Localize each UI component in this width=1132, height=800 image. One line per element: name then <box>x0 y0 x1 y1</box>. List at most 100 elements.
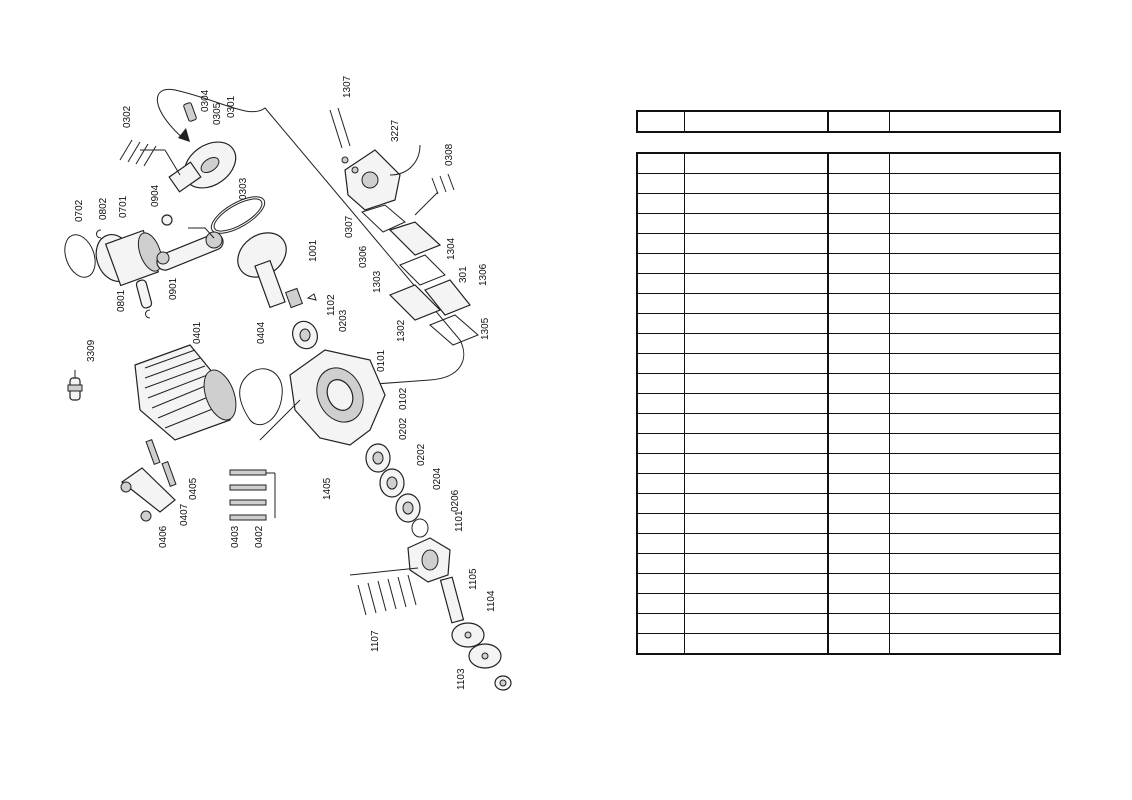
table-cell <box>889 493 1061 514</box>
table-cell <box>827 593 890 614</box>
header-cell <box>827 110 890 133</box>
cylinder-part-0401 <box>134 344 237 441</box>
reedcage-part-1303 <box>424 279 471 316</box>
table-cell <box>889 533 1061 554</box>
table-cell <box>636 613 685 634</box>
table-cell <box>636 213 685 234</box>
table-cell <box>636 473 685 494</box>
backplate-part-0301 <box>168 141 237 193</box>
table-row <box>636 533 1061 554</box>
bearing-part-0204 <box>395 493 421 523</box>
table-cell <box>827 253 890 274</box>
label-0701: 0701 <box>118 195 129 218</box>
crankcase-part-0101 <box>259 349 386 446</box>
table-cell <box>636 233 685 254</box>
table-cell <box>684 373 829 394</box>
label-1306: 1306 <box>478 263 489 286</box>
studs-part-0405 <box>145 439 177 487</box>
label-0702: 0702 <box>74 199 85 222</box>
table-cell <box>827 553 890 574</box>
table-cell <box>684 533 829 554</box>
table-cell <box>684 393 829 414</box>
table-cell <box>636 513 685 534</box>
table-row <box>636 233 1061 254</box>
table-cell <box>684 573 829 594</box>
table-row <box>636 353 1061 374</box>
table-cell <box>636 273 685 294</box>
table-cell <box>636 353 685 374</box>
label-1305: 1305 <box>480 317 491 340</box>
table-cell <box>827 473 890 494</box>
table-cell <box>889 413 1061 434</box>
table-cell <box>889 593 1061 614</box>
propwasher-part-1104 <box>451 622 485 648</box>
table-cell <box>827 353 890 374</box>
table-cell <box>889 233 1061 254</box>
table-cell <box>827 193 890 214</box>
label-0405: 0405 <box>188 477 199 500</box>
table-cell <box>684 513 829 534</box>
table-row <box>636 213 1061 234</box>
label-0102: 0102 <box>398 387 409 410</box>
gasket-part-1304 <box>399 254 446 286</box>
table-cell <box>684 233 829 254</box>
label-0202: 0202 <box>398 417 409 440</box>
table-cell <box>889 273 1061 294</box>
table-cell <box>636 633 685 655</box>
label-3227: 3227 <box>390 119 401 142</box>
table-cell <box>636 173 685 194</box>
table-cell <box>684 353 829 374</box>
table-cell <box>684 253 829 274</box>
table-cell <box>636 593 685 614</box>
label-0302: 0302 <box>122 105 133 128</box>
label-1405: 1405 <box>322 477 333 500</box>
table-cell <box>636 152 685 174</box>
table-cell <box>827 152 890 174</box>
label-1103: 1103 <box>456 668 467 690</box>
table-row <box>636 633 1061 655</box>
table-cell <box>827 273 890 294</box>
gasket-part-0404 <box>239 368 283 426</box>
cover-part-0407 <box>120 467 176 513</box>
table-cell <box>827 533 890 554</box>
label-1304: 1304 <box>446 237 457 260</box>
wristpin-part-0801 <box>135 279 153 309</box>
table-row <box>636 152 1061 174</box>
label-0101: 0101 <box>376 349 387 372</box>
table-cell <box>684 193 829 214</box>
table-row <box>636 253 1061 274</box>
table-row <box>636 513 1061 534</box>
label-1107: 1107 <box>370 630 381 652</box>
screws-part-0403 <box>229 469 276 521</box>
label-1101: 1101 <box>454 510 465 532</box>
bolts-part-1107 <box>349 567 419 616</box>
table-row <box>636 553 1061 574</box>
table-cell <box>889 633 1061 655</box>
reedblock-part-1302 <box>388 284 442 321</box>
table-cell <box>827 453 890 474</box>
drivehub-part-1101 <box>407 537 451 583</box>
bearing-part-0203 <box>292 320 318 350</box>
table-cell <box>827 433 890 454</box>
table-cell <box>889 433 1061 454</box>
flange-part-0306 <box>388 221 442 256</box>
table-cell <box>636 413 685 434</box>
sparkplug-part-3309 <box>67 370 83 401</box>
table-row <box>636 273 1061 294</box>
label-1307: 1307 <box>342 75 353 98</box>
table-cell <box>889 333 1061 354</box>
table-cell <box>889 373 1061 394</box>
label-0202b: 0202 <box>416 443 427 466</box>
label-0404: 0404 <box>256 321 267 344</box>
label-1001: 1001 <box>308 239 319 262</box>
arrow-head <box>178 128 190 142</box>
label-0305: 0305 <box>212 102 223 125</box>
table-row <box>636 433 1061 454</box>
table-cell <box>827 573 890 594</box>
table-cell <box>636 193 685 214</box>
table-cell <box>889 253 1061 274</box>
conrod-part-0901 <box>156 231 224 271</box>
label-1102: 1102 <box>326 294 337 316</box>
table-cell <box>684 173 829 194</box>
label-3309: 3309 <box>86 339 97 362</box>
